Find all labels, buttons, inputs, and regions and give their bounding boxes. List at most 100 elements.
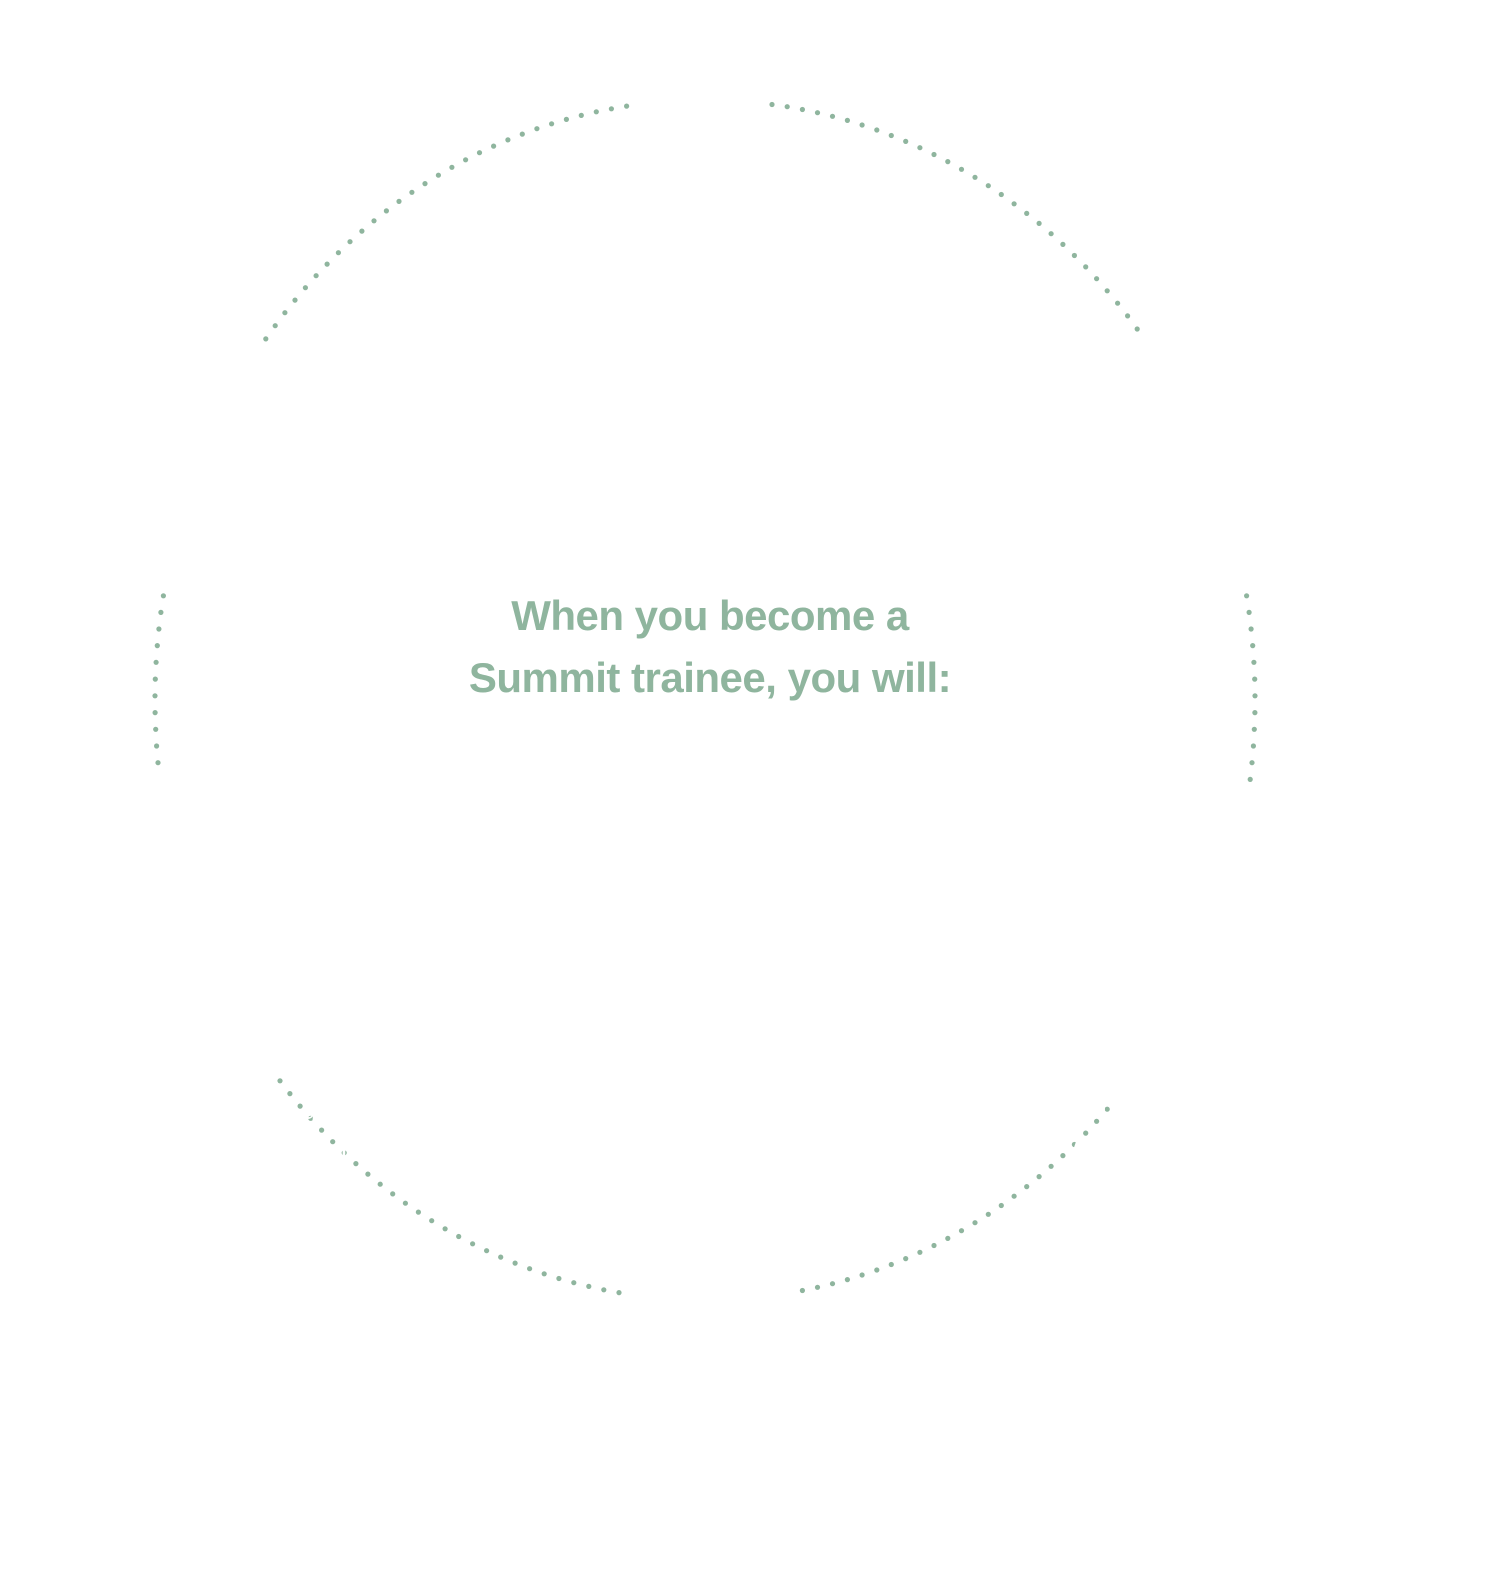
ring-dot [888,132,894,139]
ring-dot [422,181,428,187]
ring-dot [958,1228,965,1234]
ring-dot [491,143,497,149]
ring-dot [1252,710,1258,716]
ring-dot [1024,210,1030,216]
ring-dot [917,1249,923,1255]
ring-dot [549,121,555,127]
ring-dot [402,1200,408,1206]
bible-icon [1125,790,1275,920]
ring-dot [377,1181,383,1187]
ring-dot [769,101,775,108]
ring-dot [1125,313,1131,319]
ring-dot [1250,643,1256,649]
ring-dot [287,1091,293,1097]
ring-dot [527,1266,533,1272]
ring-dot [498,1254,504,1260]
ring-dot [903,1256,909,1262]
ring-dot [313,273,319,279]
ring-dot [1060,241,1066,247]
ring-dot [442,1226,448,1232]
ring-dot [1083,1130,1089,1136]
ring-dot [154,743,160,749]
ring-dot [1246,609,1252,616]
globe-icon [1130,300,1280,450]
ring-dot [1011,201,1017,207]
ring-dot [1104,288,1110,294]
ring-dot [601,1287,607,1293]
ring-dot [945,1235,951,1241]
ring-dot [1104,1106,1110,1112]
ring-dot [272,323,278,329]
ring-dot [1036,220,1042,226]
ring-dot [534,126,540,132]
ring-arcs [152,101,1258,1296]
ring-dot [390,1191,396,1197]
ring-dot [449,164,455,170]
ring-dot [415,1209,421,1215]
ring-arc-6 [152,593,166,766]
ring-dot [1094,276,1100,282]
ring-dot [814,110,821,116]
ring-dot [829,113,836,119]
ring-dot [586,1283,592,1289]
ring-dot [292,297,298,303]
item-text-school-camps: Lead on approximately 30-35 residential … [23,968,402,1210]
item-text-qualifications: Receive training towards nationally reco… [546,1297,864,1455]
ring-dot [784,104,790,110]
ring-dot [931,1242,937,1249]
ring-dot [578,112,584,118]
ring-dot [1244,593,1250,599]
ring-arc-3 [1244,593,1258,783]
ring-dot [593,109,599,115]
ring-dot [931,151,937,158]
ring-dot [153,726,159,732]
ring-dot [341,1150,347,1156]
ring-dot [1248,626,1254,632]
ring-dot [1094,1118,1100,1124]
ring-dot [1048,231,1054,237]
ring-dot [152,693,158,699]
ring-dot [888,1261,894,1268]
ring-dot [1251,726,1257,732]
ring-dot [985,1211,991,1217]
item-text-share-gospel: Be equipped to share the gospel faithful… [117,487,333,603]
ring-dot [456,1233,462,1240]
ring-dot [152,676,158,682]
item-text-eternal-impact: Be challenged to live life with an etern… [993,487,1407,561]
ring-dot [160,593,166,599]
ring-dot [519,131,525,137]
ring-dot [1024,1184,1030,1190]
ring-dot [972,1220,978,1226]
ring-dot [1036,1174,1042,1180]
ring-dot [505,137,511,143]
certificate-icon [630,1185,780,1285]
ring-dot [158,609,164,616]
ring-arc-2 [769,101,1140,332]
ring-dot [799,106,806,113]
ring-dot [263,336,269,342]
ring-dot [1252,676,1258,682]
ring-dot [1250,743,1256,749]
ring-dot [319,1127,325,1133]
ring-dot [308,1115,314,1121]
ring-dot [859,122,865,128]
ring-dot [335,250,341,256]
ring-dot [1134,326,1140,332]
ring-dot [1011,1193,1017,1199]
ring-dot [998,1202,1004,1209]
ring-dot [512,1260,518,1266]
ring-dot [624,103,630,109]
ring-dot [608,106,615,112]
ring-dot [917,145,923,151]
ring-arc-5 [277,1078,622,1296]
ring-dot [1115,300,1121,306]
ring-dot [1247,776,1253,783]
ring-dot [972,174,978,180]
ring-dot [156,626,162,632]
ring-dot [365,1171,371,1177]
ring-dot [844,117,851,123]
ring-dot [1071,252,1077,259]
ring-dot [330,1139,336,1145]
